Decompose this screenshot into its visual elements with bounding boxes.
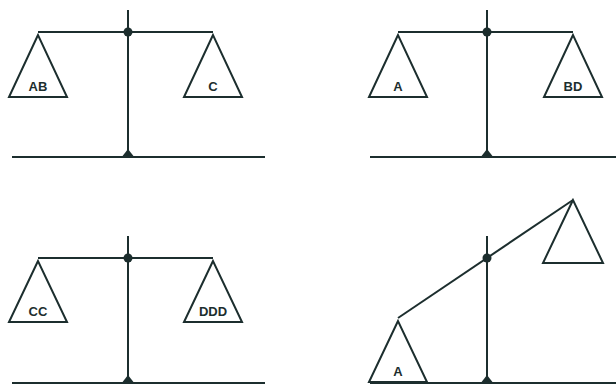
pan-label: CC xyxy=(8,304,68,319)
weighing-pan: DDD xyxy=(183,260,243,323)
empty-pan xyxy=(543,200,603,263)
pan-label: BD xyxy=(543,79,603,94)
ground-line xyxy=(12,382,265,384)
scale-foot xyxy=(480,375,494,384)
pan-label: DDD xyxy=(183,304,243,319)
weighing-pan: A xyxy=(368,320,428,383)
pan-triangle xyxy=(544,35,602,97)
weighing-pan: AB xyxy=(8,34,68,98)
pivot-dot xyxy=(124,254,133,263)
pan-label: AB xyxy=(8,79,68,94)
weighing-pan: C xyxy=(183,34,243,98)
pan-label: A xyxy=(368,79,428,94)
scale-foot xyxy=(480,149,494,158)
pan-triangle xyxy=(184,261,242,322)
weighing-pan: CC xyxy=(8,260,68,323)
pan-triangle xyxy=(369,35,427,97)
pivot-dot xyxy=(124,28,133,37)
scale-foot xyxy=(121,149,135,158)
pan-label: C xyxy=(183,79,243,94)
pan-triangle xyxy=(9,261,67,322)
pan-triangle xyxy=(9,35,67,97)
weighing-pan: A xyxy=(368,34,428,98)
weighing-pan: BD xyxy=(543,34,603,98)
pan-label: A xyxy=(368,364,428,379)
scale-foot xyxy=(121,375,135,384)
pan-triangle xyxy=(369,321,427,382)
pivot-dot xyxy=(483,254,492,263)
pan-triangle xyxy=(184,35,242,97)
ground-line xyxy=(12,156,265,158)
pivot-dot xyxy=(483,28,492,37)
